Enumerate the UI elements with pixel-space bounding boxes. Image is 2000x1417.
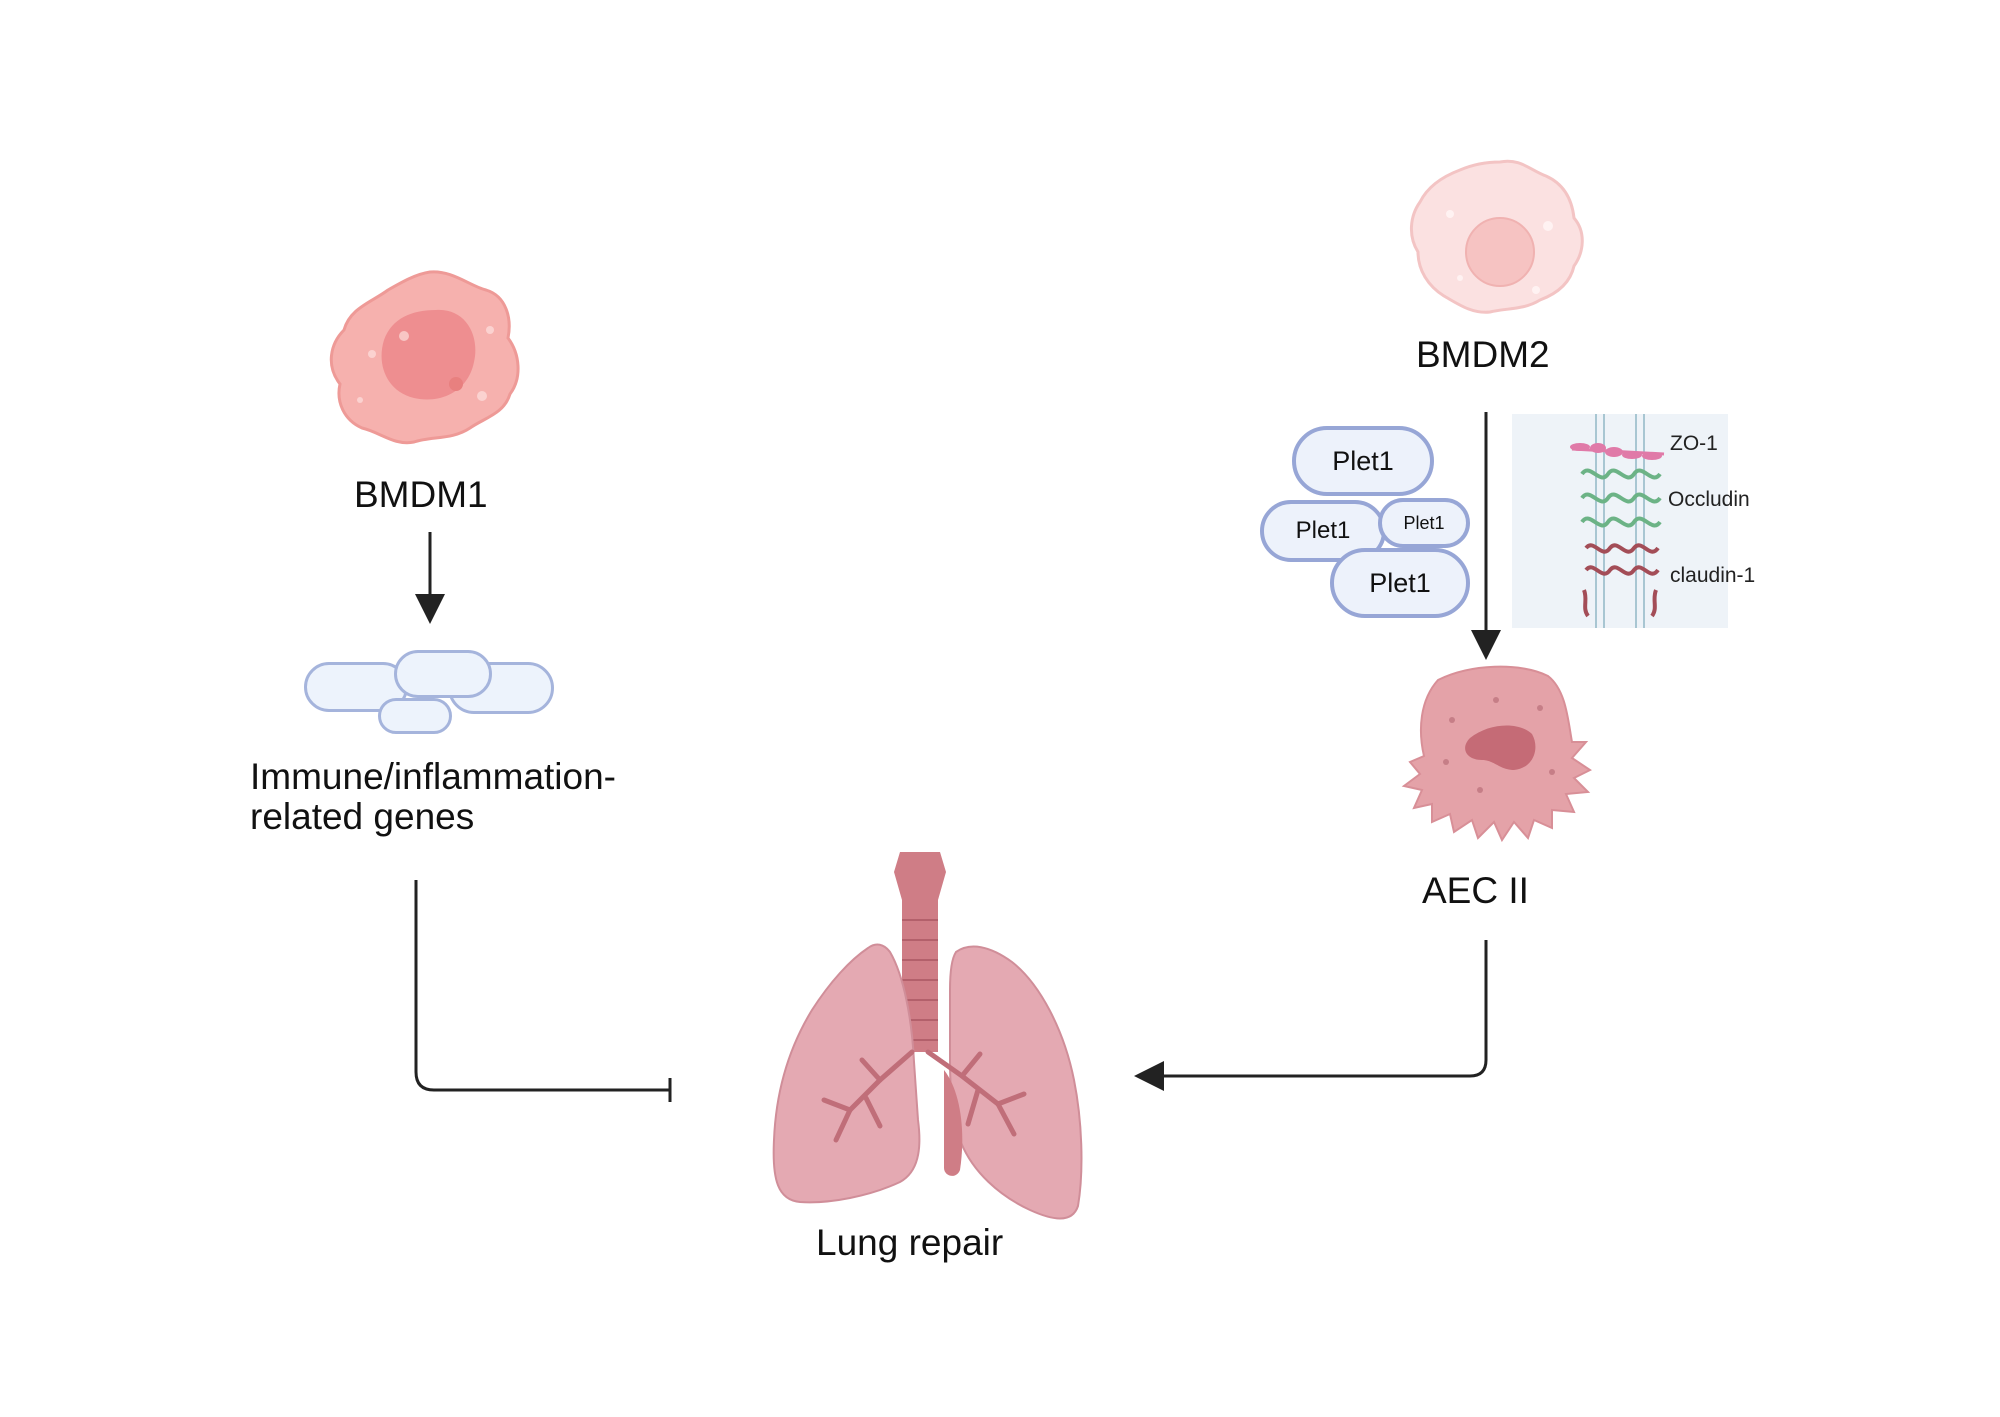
zo1-label: ZO-1 [1670,432,1718,455]
zo1-protein-icon [1570,443,1665,460]
genes-label-line1: Immune/inflammation- [250,756,617,797]
bmdm1-label: BMDM1 [354,474,488,515]
lung-repair-label: Lung repair [816,1222,1004,1263]
gene-shape [378,698,452,734]
plet1-label: Plet1 [1295,517,1351,544]
bmdm2-label: BMDM2 [1416,334,1550,375]
plet1-label: Plet1 [1369,567,1431,598]
aec2-label: AEC II [1422,870,1529,911]
occludin-protein-icon [1580,468,1662,528]
arrow-aec2-to-lungs [1134,940,1488,1091]
claudin1-label: claudin-1 [1670,564,1756,587]
tight-junction-icon [1512,414,1728,628]
bmdm2-cell-icon [1410,159,1584,314]
lungs-icon [772,852,1083,1220]
aec2-cell-icon [1401,665,1592,843]
plet1-label: Plet1 [1403,512,1445,533]
bmdm1-cell-icon [329,270,520,445]
plet1-pill: Plet1 [1378,498,1470,548]
occludin-label: Occludin [1668,488,1750,511]
genes-label-line2: related genes [250,796,475,837]
inhibition-connector-genes-to-lungs [414,880,670,1092]
claudin1-protein-icon [1582,543,1660,618]
plet1-label: Plet1 [1332,445,1394,476]
plet1-pill: Plet1 [1330,548,1470,618]
gene-shape [394,650,492,698]
plet1-pill: Plet1 [1292,426,1434,496]
